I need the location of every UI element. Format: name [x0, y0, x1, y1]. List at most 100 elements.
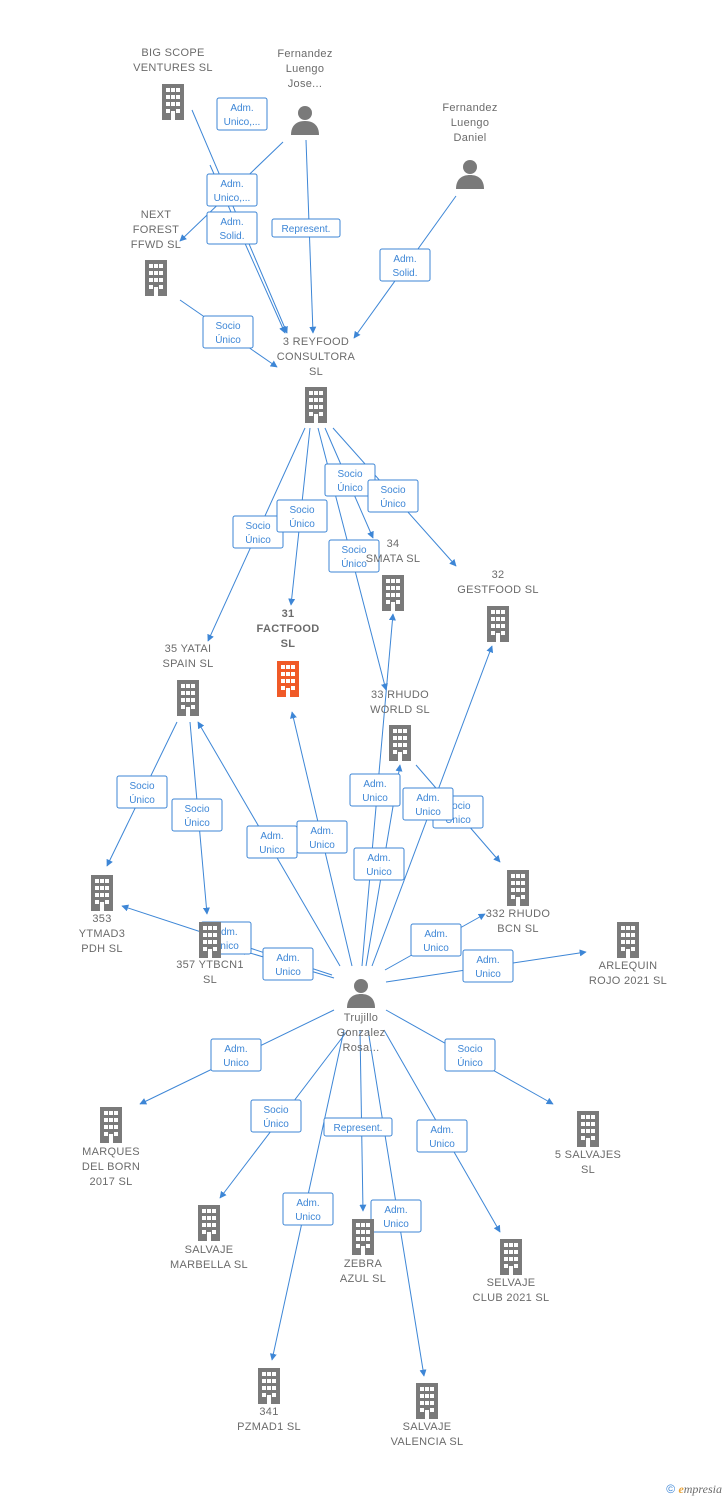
svg-text:Adm.: Adm. [260, 831, 283, 842]
svg-text:Socio: Socio [445, 801, 470, 812]
node-label: AZUL SL [340, 1273, 386, 1285]
node-trujillo[interactable]: TrujilloGonzalezRosa... [337, 979, 386, 1054]
building-icon [382, 575, 404, 611]
svg-text:Único: Único [457, 1056, 483, 1069]
edge-label-ferndaniel-to-reyfood[interactable]: Adm. Solid. [379, 248, 431, 282]
edge-label-trujillo-to-pzmad1[interactable]: Adm.Unico [282, 1192, 334, 1226]
edge-label-fernjose-to-reyfood[interactable]: Adm.Solid. [206, 211, 258, 245]
node-label: 31 [282, 608, 295, 620]
svg-text:Unico: Unico [295, 1212, 321, 1223]
edge-label-trujillo-to-salvajeclub[interactable]: Adm.Unico [416, 1119, 468, 1153]
svg-text:Represent.: Represent. [282, 224, 331, 235]
footer-credit[interactable]: © empresia [666, 1482, 722, 1497]
building-icon [487, 606, 509, 642]
svg-text:Solid.: Solid. [392, 268, 417, 279]
node-label: 32 [492, 569, 505, 581]
svg-text:Adm.: Adm. [393, 254, 416, 265]
person-icon [347, 979, 375, 1008]
node-fernjose[interactable]: FernandezLuengoJose... [277, 48, 332, 135]
node-label: MARQUES [82, 1146, 140, 1158]
node-cincosalvajes[interactable]: 5 SALVAJES SL [555, 1111, 621, 1176]
svg-text:Adm.: Adm. [214, 927, 237, 938]
edge-label-trujillo-to-rhudoworld[interactable]: Adm.Unico [353, 847, 405, 881]
edge-label-trujillo-to-smata[interactable]: Adm.Unico [349, 773, 401, 807]
node-label: Daniel [454, 132, 487, 144]
building-icon [162, 84, 184, 120]
svg-text:Adm.: Adm. [424, 929, 447, 940]
building-icon [577, 1111, 599, 1147]
empresia-logo: empresia [678, 1482, 722, 1496]
svg-text:Socio: Socio [129, 781, 154, 792]
svg-text:Único: Único [380, 497, 406, 510]
person-icon [456, 160, 484, 189]
edge-label-trujillo-to-valencia[interactable]: Adm.Unico [370, 1199, 422, 1233]
edge-label-trujillo-to-zebra[interactable]: Represent. [323, 1117, 393, 1137]
node-label: 353 [92, 913, 111, 925]
edge-label-fernjose-to-nextforest[interactable]: Adm.Unico,... [206, 173, 258, 207]
node-label: Luengo [451, 117, 490, 129]
edge-label-trujillo-to-rhudobcn[interactable]: Adm.Unico [410, 923, 462, 957]
svg-text:Unico,...: Unico,... [214, 193, 251, 204]
node-label: ARLEQUIN [599, 960, 658, 972]
svg-text:Unico: Unico [259, 845, 285, 856]
building-icon [198, 1205, 220, 1241]
edge-label-bigscope-to-reyfood[interactable]: Adm.Unico,... [216, 97, 268, 131]
svg-text:Unico: Unico [415, 807, 441, 818]
edge-label-trujillo-to-marques[interactable]: Adm.Unico [210, 1038, 262, 1072]
svg-text:Socio: Socio [184, 804, 209, 815]
edge-label-trujillo-to-arlequin[interactable]: Adm.Unico [462, 949, 514, 983]
node-label: GESTFOOD SL [457, 584, 539, 596]
building-icon [145, 260, 167, 296]
edge-label-trujillo-to-factfood[interactable]: Adm.Unico [296, 820, 348, 854]
building-icon [91, 875, 113, 911]
svg-text:Unico: Unico [275, 967, 301, 978]
node-label: SPAIN SL [162, 658, 213, 670]
edge-label-trujillo-to-yatai[interactable]: Adm. Unico [246, 825, 298, 859]
node-label: MARBELLA SL [170, 1259, 248, 1271]
edge-label-trujillo-to-gestfood[interactable]: Adm.Unico [402, 787, 454, 821]
svg-text:Adm.: Adm. [384, 1205, 407, 1216]
edge-label-trujillo-to-ytbcn1[interactable]: Adm.Unico [262, 947, 314, 981]
building-icon [277, 661, 299, 697]
node-label: 5 SALVAJES [555, 1149, 621, 1161]
svg-text:Unico: Unico [213, 941, 239, 952]
svg-text:Adm.: Adm. [224, 1044, 247, 1055]
edges-layer [106, 109, 587, 1377]
node-label: 2017 SL [89, 1176, 132, 1188]
node-label: SL [581, 1164, 595, 1176]
node-label: Luengo [286, 63, 325, 75]
svg-text:Socio: Socio [341, 545, 366, 556]
node-label: WORLD SL [370, 704, 430, 716]
edge-label-fernjose-to-reyfood[interactable]: Represent. [271, 218, 341, 238]
